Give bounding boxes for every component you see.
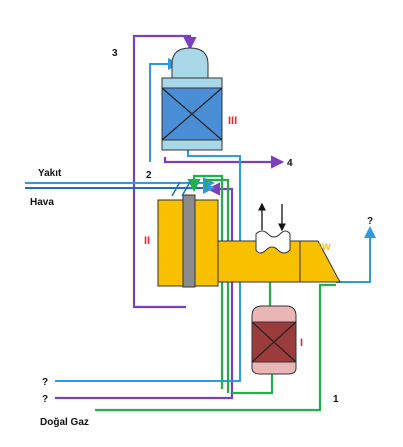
burner-arrow-2: [181, 181, 191, 197]
blue-feed-iii-line: [149, 58, 180, 162]
label-reactor-iii: III: [228, 115, 237, 127]
dogal-gaz-line: [95, 283, 336, 412]
reactor-iii-cross-b: [161, 87, 223, 141]
label-bfw: BFW: [310, 242, 331, 252]
reactor-iii: [161, 47, 223, 151]
reactor-i: [251, 305, 297, 375]
reactor-iii-bottom-ring: [161, 139, 223, 151]
reactor-i-cap: [251, 305, 297, 323]
green-i-link-line: [204, 178, 230, 393]
label-yakit: Yakıt: [38, 168, 62, 179]
label-inlet-unknown-2: ?: [42, 394, 48, 405]
purple-inlet-line: [55, 182, 234, 400]
label-outlet-unknown: ?: [367, 216, 373, 227]
blue-outlet-line: [336, 226, 376, 283]
furnace-ii-tube: [182, 194, 196, 288]
label-furnace-ii: II: [144, 235, 150, 247]
label-hava: Hava: [30, 197, 54, 208]
heat-exchanger: [255, 230, 291, 254]
burner-arrow-1: [171, 181, 181, 197]
label-stream-3: 3: [112, 48, 118, 59]
reactor-iii-top-ring: [161, 77, 223, 89]
stream-3-line: [132, 34, 197, 309]
reactor-i-cross-b: [251, 321, 297, 363]
furnace-ii: [157, 181, 341, 288]
stream-1-line: [232, 374, 274, 395]
label-dogal-gaz: Doğal Gaz: [40, 417, 89, 428]
reactor-i-bottom: [251, 361, 297, 375]
label-inlet-unknown-1: ?: [42, 377, 48, 388]
label-stream-1: 1: [333, 394, 339, 405]
label-reactor-i: I: [300, 337, 303, 349]
blue-return-line: [55, 150, 241, 382]
stream-4-line: [163, 155, 285, 169]
label-stream-4: 4: [287, 158, 293, 169]
label-stream-2: 2: [146, 170, 152, 181]
reactor-iii-cap: [171, 47, 209, 79]
